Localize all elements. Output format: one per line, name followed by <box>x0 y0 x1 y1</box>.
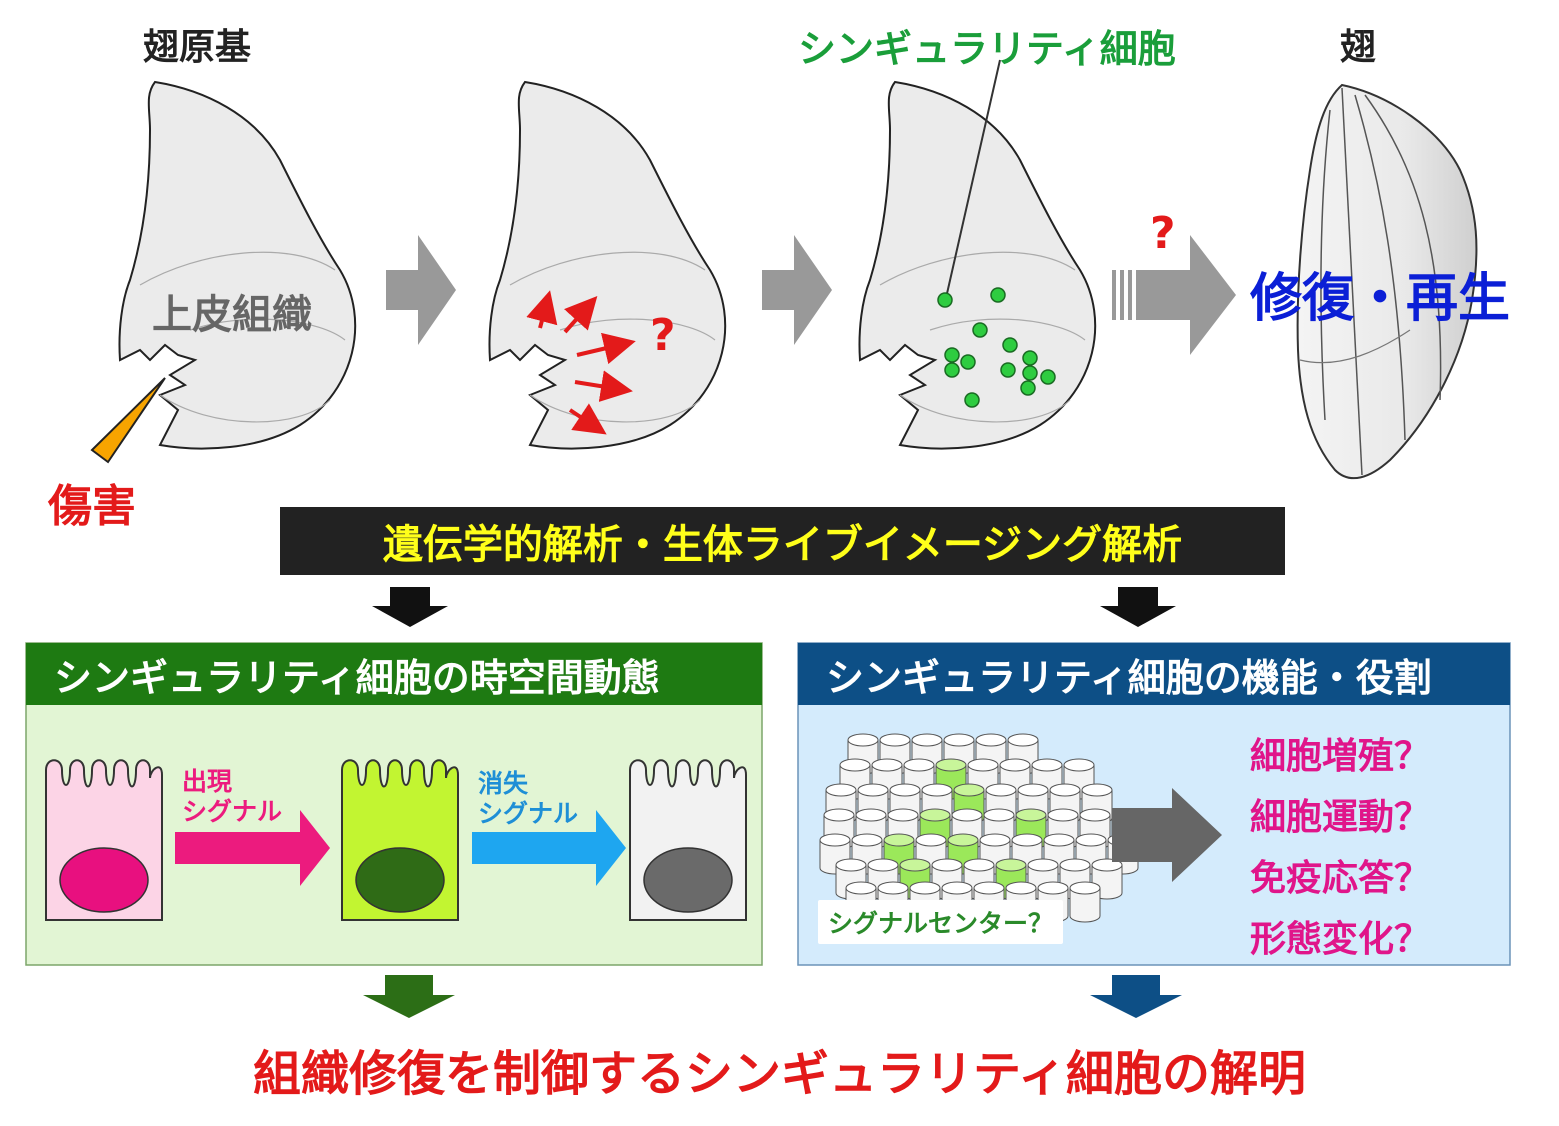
migration-arrow <box>526 290 558 329</box>
down-arrow-green <box>363 975 455 1018</box>
left-panel-header-bg <box>26 643 762 705</box>
migration-arrows <box>526 290 636 435</box>
adult-wing <box>1296 83 1478 480</box>
singularity-cell <box>944 362 960 378</box>
nucleus-green <box>355 847 445 913</box>
cell-pink <box>45 759 163 921</box>
singularity-cell <box>972 322 988 338</box>
epithelium-label: 上皮組織 <box>152 292 312 338</box>
conclusion-text: 組織修復を制御するシンギュラリティ細胞の解明 <box>252 1046 1307 1102</box>
singularity-cells <box>937 287 1056 408</box>
question-proliferation: 細胞増殖？ <box>1250 736 1431 777</box>
right-panel-title: シンギュラリティ細胞の機能・役割 <box>826 655 1432 700</box>
process-arrow-3 <box>1112 235 1236 355</box>
wing-label: 翅 <box>1340 27 1377 68</box>
injury-needle <box>90 377 166 464</box>
question-morphology: 形態変化？ <box>1250 919 1431 960</box>
appear-signal-arrow <box>175 810 330 886</box>
regeneration-question: ? <box>1150 208 1176 259</box>
pointer-line <box>945 59 1001 299</box>
migration-question: ? <box>650 310 676 361</box>
vanish-signal-label-2: シグナル <box>478 799 579 828</box>
cell-green <box>341 759 459 921</box>
singularity-cell <box>944 347 960 363</box>
migration-arrow <box>563 296 598 334</box>
singularity-cell <box>964 392 980 408</box>
migration-arrow <box>568 403 607 435</box>
wing-disc-2 <box>488 80 727 450</box>
down-arrow-right <box>1100 587 1176 627</box>
singularity-cell <box>960 354 976 370</box>
injury-label: 傷害 <box>48 481 136 532</box>
question-immune: 免疫応答？ <box>1250 858 1431 899</box>
down-arrow-blue <box>1090 975 1182 1018</box>
singularity-cell <box>1022 350 1038 366</box>
appear-signal-label-2: シグナル <box>182 797 283 826</box>
vanish-signal-label-1: 消失 <box>478 769 529 798</box>
vanish-signal-arrow <box>472 810 626 886</box>
singularity-cell <box>1000 362 1016 378</box>
migration-arrow <box>574 370 633 403</box>
wing-disc-3 <box>858 80 1097 450</box>
appear-signal-label-1: 出現 <box>182 767 233 796</box>
singularity-cell <box>1002 337 1018 353</box>
singularity-cell <box>937 292 953 308</box>
signal-center-label: シグナルセンター？ <box>818 900 1064 944</box>
tissue-cylinder <box>1069 881 1101 923</box>
nucleus-pink <box>59 847 149 913</box>
process-arrow-2 <box>762 235 832 345</box>
singularity-cell <box>1040 369 1056 385</box>
singularity-cell-label: シンギュラリティ細胞 <box>798 27 1176 71</box>
migration-arrow <box>576 332 636 365</box>
analysis-banner-text: 遺伝学的解析・生体ライブイメージング解析 <box>382 522 1183 568</box>
cell-grey <box>629 759 747 921</box>
left-panel-title: シンギュラリティ細胞の時空間動態 <box>54 655 660 700</box>
nucleus-grey <box>643 847 733 913</box>
function-arrow <box>1112 788 1222 882</box>
singularity-cell <box>1022 365 1038 381</box>
wing-disc-1 <box>118 80 357 450</box>
singularity-cell <box>990 287 1006 303</box>
question-motility: 細胞運動？ <box>1250 797 1431 838</box>
singularity-cell <box>1020 380 1036 396</box>
right-panel-header-bg <box>798 643 1510 705</box>
down-arrow-left <box>372 587 448 627</box>
wing-disc-label: 翅原基 <box>143 27 252 68</box>
analysis-banner: 遺伝学的解析・生体ライブイメージング解析 <box>280 507 1285 575</box>
repair-regeneration-label: 修復・再生 <box>1250 269 1511 329</box>
process-arrow-1 <box>386 235 456 345</box>
